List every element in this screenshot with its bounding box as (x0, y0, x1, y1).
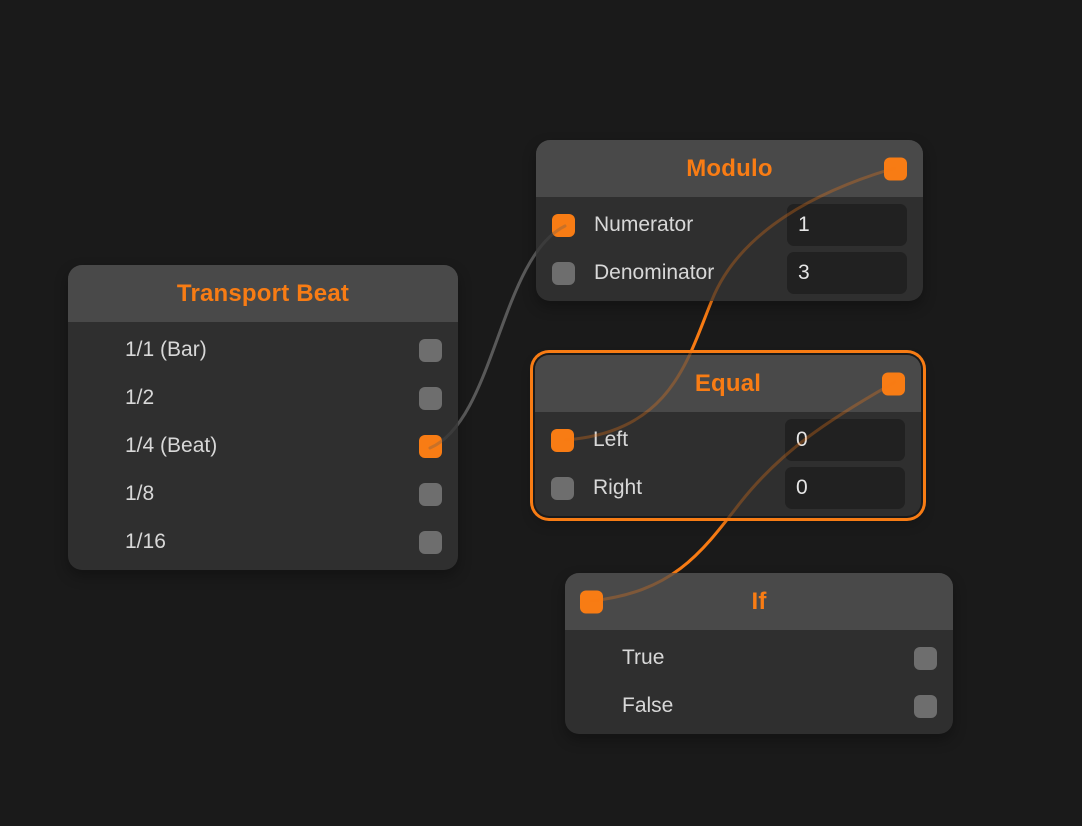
right-value-field[interactable]: 0 (785, 467, 905, 509)
denominator-value-field[interactable]: 3 (787, 252, 907, 294)
output-port-1-16[interactable] (419, 530, 442, 554)
output-row-true: True (565, 634, 953, 682)
input-label: Numerator (594, 213, 694, 236)
wire[interactable] (563, 166, 897, 442)
numerator-value-field[interactable]: 1 (787, 204, 907, 246)
node-title: If (751, 587, 767, 615)
node-transport-beat-header[interactable]: Transport Beat (68, 265, 458, 322)
left-input-port[interactable] (551, 428, 574, 452)
output-row-1-8: 1/8 (68, 470, 458, 518)
node-title: Modulo (686, 154, 773, 182)
node-modulo[interactable]: Modulo Numerator 1 Denominator 3 (536, 140, 923, 301)
if-input-port[interactable] (580, 590, 603, 613)
input-row-numerator: Numerator 1 (536, 201, 923, 249)
wire[interactable] (428, 224, 567, 450)
node-equal[interactable]: Equal Left 0 Right 0 (535, 355, 921, 516)
output-port-1-4-beat[interactable] (419, 434, 442, 458)
output-row-false: False (565, 682, 953, 730)
input-row-denominator: Denominator 3 (536, 249, 923, 297)
node-body: 1/1 (Bar) 1/2 1/4 (Beat) 1/8 1/16 (68, 322, 458, 570)
output-row-1-4-beat: 1/4 (Beat) (68, 422, 458, 470)
output-port-1-1-bar[interactable] (419, 338, 442, 362)
false-output-port[interactable] (914, 694, 937, 718)
true-output-port[interactable] (914, 646, 937, 670)
node-if-header[interactable]: If (565, 573, 953, 630)
output-label: 1/2 (125, 386, 155, 409)
input-label: Left (593, 428, 629, 451)
node-body: Numerator 1 Denominator 3 (536, 197, 923, 301)
wire[interactable] (589, 380, 897, 603)
output-label: 1/1 (Bar) (125, 338, 207, 361)
right-input-port[interactable] (551, 476, 574, 500)
numerator-input-port[interactable] (552, 213, 575, 237)
input-label: Denominator (594, 261, 715, 284)
modulo-output-port[interactable] (884, 157, 907, 180)
node-title: Transport Beat (176, 279, 350, 307)
output-label: 1/16 (125, 530, 166, 553)
node-transport-beat[interactable]: Transport Beat 1/1 (Bar) 1/2 1/4 (Beat) … (68, 265, 458, 570)
output-label: 1/8 (125, 482, 155, 505)
input-label: Right (593, 476, 643, 499)
output-row-1-16: 1/16 (68, 518, 458, 566)
left-value-field[interactable]: 0 (785, 419, 905, 461)
node-if[interactable]: If True False (565, 573, 953, 734)
denominator-input-port[interactable] (552, 261, 575, 285)
node-body: Left 0 Right 0 (535, 412, 921, 516)
equal-output-port[interactable] (882, 372, 905, 395)
output-row-1-2: 1/2 (68, 374, 458, 422)
input-row-left: Left 0 (535, 416, 921, 464)
input-row-right: Right 0 (535, 464, 921, 512)
node-title: Equal (694, 369, 762, 397)
output-label: True (622, 646, 665, 669)
node-modulo-header[interactable]: Modulo (536, 140, 923, 197)
node-equal-header[interactable]: Equal (535, 355, 921, 412)
output-label: 1/4 (Beat) (125, 434, 218, 457)
output-row-1-1-bar: 1/1 (Bar) (68, 326, 458, 374)
output-label: False (622, 694, 674, 717)
output-port-1-2[interactable] (419, 386, 442, 410)
node-body: True False (565, 630, 953, 734)
output-port-1-8[interactable] (419, 482, 442, 506)
